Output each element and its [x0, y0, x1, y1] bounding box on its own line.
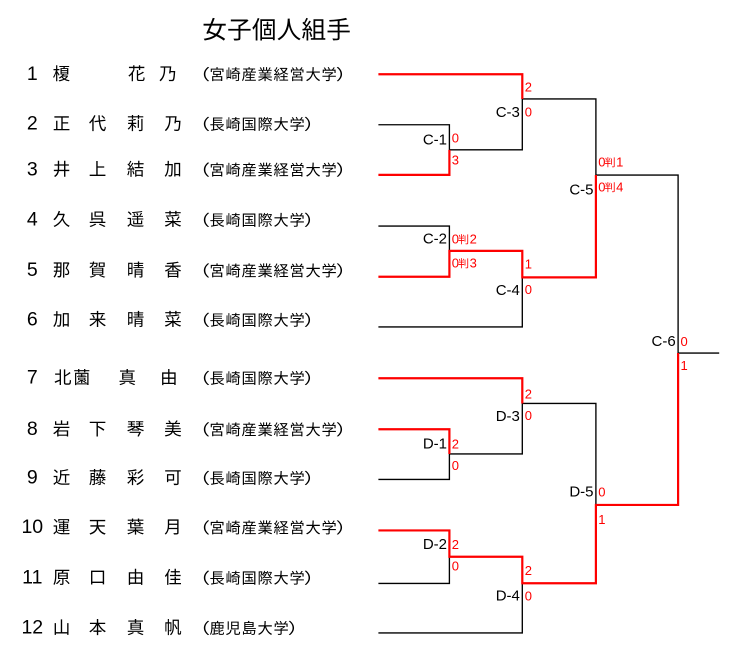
- svg-text:0: 0: [598, 179, 605, 194]
- svg-text:3: 3: [27, 158, 38, 180]
- svg-text:D-2: D-2: [423, 536, 447, 553]
- svg-text:0: 0: [525, 104, 532, 119]
- svg-text:C-3: C-3: [496, 104, 520, 121]
- svg-text:0: 0: [525, 408, 532, 423]
- svg-text:7: 7: [27, 367, 38, 389]
- svg-text:1: 1: [616, 154, 623, 169]
- svg-text:2: 2: [470, 231, 477, 246]
- svg-text:1: 1: [598, 512, 605, 527]
- svg-text:3: 3: [452, 153, 459, 168]
- svg-text:0: 0: [525, 282, 532, 297]
- svg-text:0: 0: [452, 130, 459, 145]
- svg-text:0: 0: [525, 588, 532, 603]
- svg-text:D-3: D-3: [496, 408, 520, 425]
- svg-text:0: 0: [452, 255, 459, 270]
- svg-text:0: 0: [598, 485, 605, 500]
- svg-text:3: 3: [470, 255, 477, 270]
- svg-text:6: 6: [27, 309, 38, 331]
- svg-text:2: 2: [452, 436, 459, 451]
- svg-text:C-5: C-5: [569, 182, 593, 199]
- svg-text:2: 2: [525, 80, 532, 95]
- svg-text:C-4: C-4: [496, 282, 520, 299]
- svg-text:5: 5: [27, 259, 38, 281]
- svg-text:2: 2: [525, 563, 532, 578]
- svg-text:4: 4: [616, 179, 623, 194]
- svg-text:C-6: C-6: [652, 333, 676, 350]
- svg-text:C-2: C-2: [423, 230, 447, 247]
- svg-text:9: 9: [27, 467, 38, 489]
- svg-text:C-1: C-1: [423, 131, 447, 148]
- svg-text:0: 0: [452, 458, 459, 473]
- svg-text:0: 0: [452, 559, 459, 574]
- svg-text:2: 2: [525, 386, 532, 401]
- svg-text:10: 10: [21, 516, 43, 538]
- svg-text:2: 2: [452, 537, 459, 552]
- svg-text:1: 1: [681, 358, 688, 373]
- svg-text:1: 1: [525, 257, 532, 272]
- svg-text:0: 0: [681, 334, 688, 349]
- svg-text:4: 4: [27, 209, 38, 231]
- svg-text:D-1: D-1: [423, 435, 447, 452]
- svg-text:2: 2: [27, 113, 38, 135]
- svg-text:D-4: D-4: [496, 587, 520, 604]
- svg-text:8: 8: [27, 418, 38, 440]
- svg-text:D-5: D-5: [569, 484, 593, 501]
- svg-text:0: 0: [452, 231, 459, 246]
- svg-text:11: 11: [22, 567, 42, 589]
- svg-text:1: 1: [27, 63, 38, 85]
- svg-text:12: 12: [21, 617, 43, 639]
- svg-text:0: 0: [598, 154, 605, 169]
